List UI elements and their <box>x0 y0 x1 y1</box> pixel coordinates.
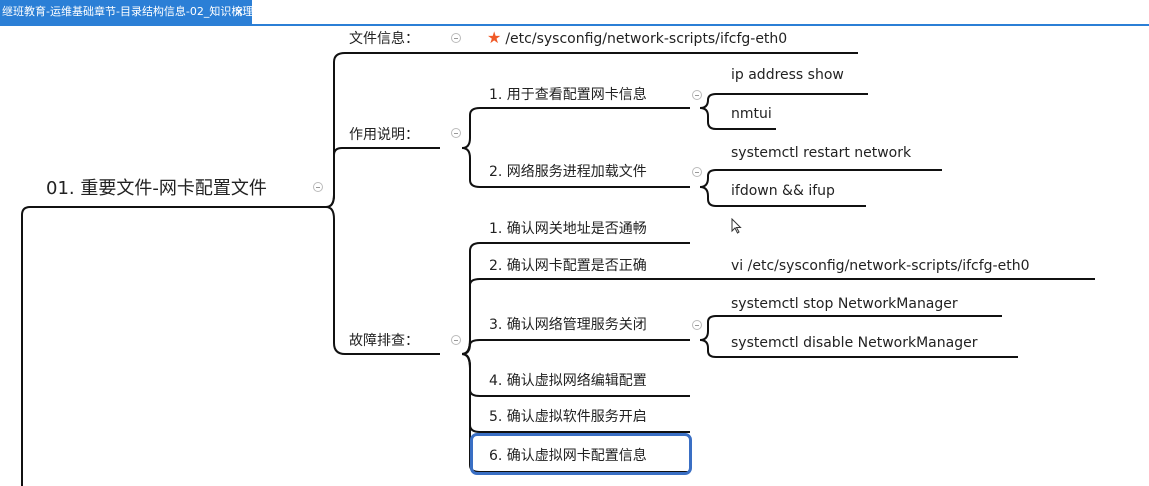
purpose-item-2-child-2[interactable]: ifdown && ifup <box>731 183 835 199</box>
collapse-icon[interactable] <box>692 167 702 177</box>
troubleshoot-item-1[interactable]: 1. 确认网关地址是否通畅 <box>489 221 647 237</box>
purpose-item-2-child-1[interactable]: systemctl restart network <box>731 145 912 161</box>
troubleshoot-item-2-child-1[interactable]: vi /etc/sysconfig/network-scripts/ifcfg-… <box>731 258 1030 274</box>
collapse-icon[interactable] <box>692 90 702 100</box>
tab-title: 继班教育-运维基础章节-目录结构信息-02_知识梳理 <box>2 5 252 18</box>
file-path-text: /etc/sysconfig/network-scripts/ifcfg-eth… <box>505 31 788 47</box>
branch-troubleshoot[interactable]: 故障排查： <box>349 333 419 349</box>
collapse-icon[interactable] <box>451 33 461 43</box>
troubleshoot-item-3-child-1[interactable]: systemctl stop NetworkManager <box>731 296 958 312</box>
purpose-item-1[interactable]: 1. 用于查看配置网卡信息 <box>489 87 647 103</box>
selected-node-highlight <box>470 433 692 475</box>
file-info-value[interactable]: ★/etc/sysconfig/network-scripts/ifcfg-et… <box>487 29 787 48</box>
close-icon[interactable]: ✕ <box>234 5 245 19</box>
purpose-item-2[interactable]: 2. 网络服务进程加载文件 <box>489 164 647 180</box>
star-icon: ★ <box>487 28 502 47</box>
troubleshoot-item-4[interactable]: 4. 确认虚拟网络编辑配置 <box>489 373 647 389</box>
root-topic[interactable]: 01. 重要文件-网卡配置文件 <box>46 178 267 199</box>
purpose-item-1-child-1[interactable]: ip address show <box>731 67 844 83</box>
collapse-icon[interactable] <box>692 320 702 330</box>
collapse-icon[interactable] <box>451 335 461 345</box>
troubleshoot-item-3[interactable]: 3. 确认网络管理服务关闭 <box>489 317 647 333</box>
tab-underline <box>0 24 1149 26</box>
branch-purpose[interactable]: 作用说明： <box>349 127 419 143</box>
purpose-item-1-child-2[interactable]: nmtui <box>731 106 772 122</box>
troubleshoot-item-2[interactable]: 2. 确认网卡配置是否正确 <box>489 258 647 274</box>
document-tab[interactable]: 继班教育-运维基础章节-目录结构信息-02_知识梳理 ✕ <box>0 0 252 24</box>
mouse-pointer-icon <box>731 218 742 234</box>
tab-bar: 继班教育-运维基础章节-目录结构信息-02_知识梳理 ✕ <box>0 0 1149 24</box>
troubleshoot-item-6[interactable]: 6. 确认虚拟网卡配置信息 <box>489 448 647 464</box>
collapse-icon[interactable] <box>313 182 323 192</box>
troubleshoot-item-5[interactable]: 5. 确认虚拟软件服务开启 <box>489 409 647 425</box>
branch-file-info[interactable]: 文件信息： <box>349 31 419 47</box>
collapse-icon[interactable] <box>451 128 461 138</box>
troubleshoot-item-3-child-2[interactable]: systemctl disable NetworkManager <box>731 335 978 351</box>
